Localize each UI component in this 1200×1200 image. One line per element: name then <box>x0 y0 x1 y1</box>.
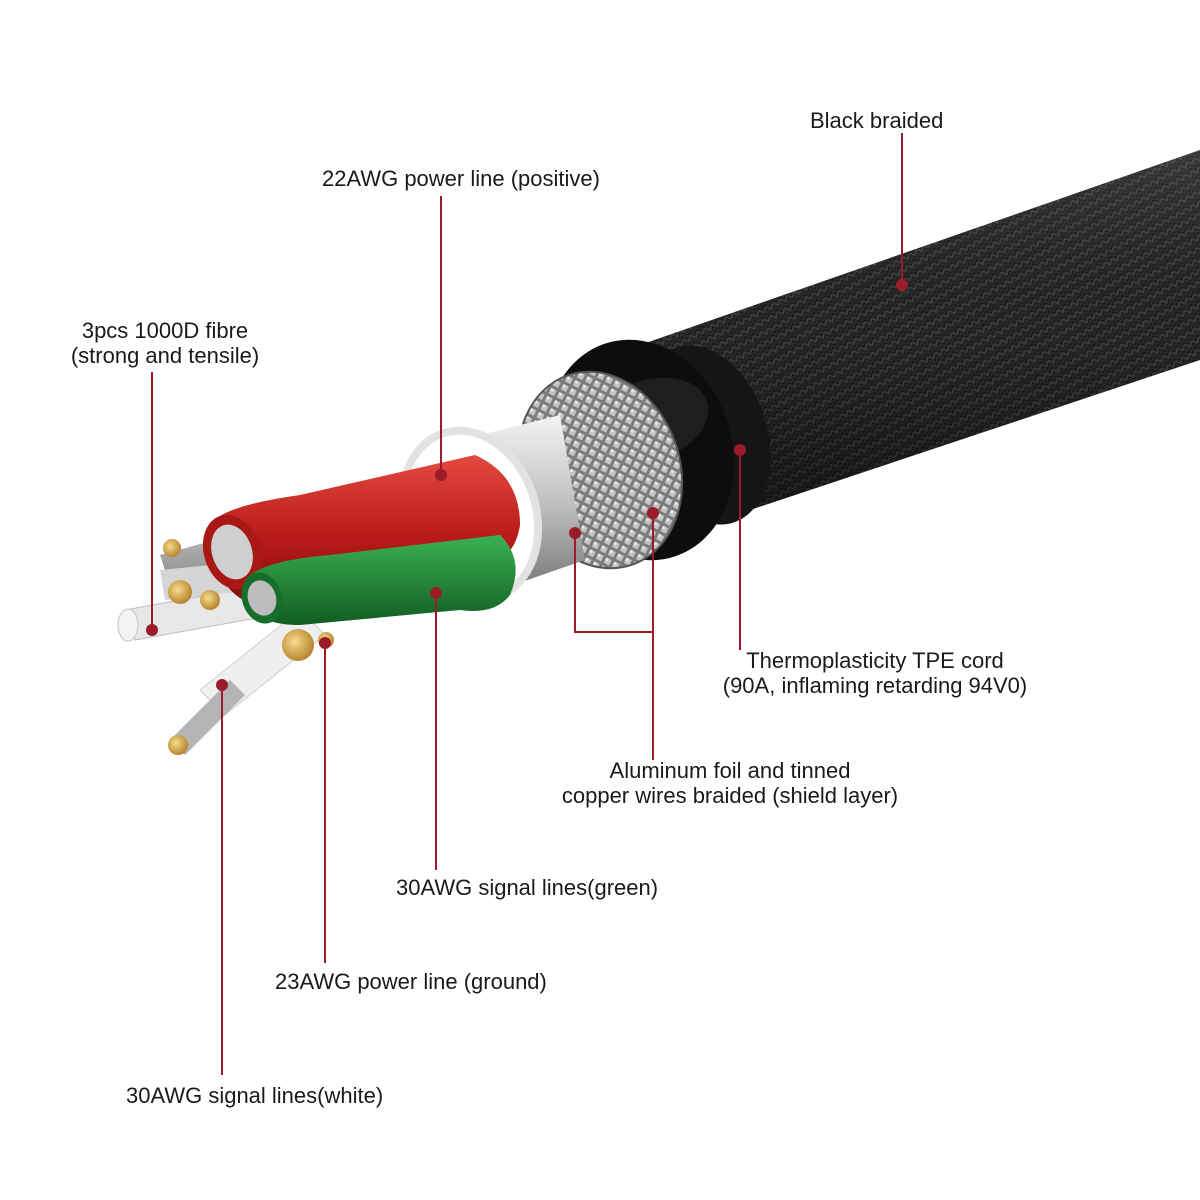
label-tpe-cord: Thermoplasticity TPE cord (90A, inflamin… <box>722 648 1028 698</box>
callout-leaders <box>146 133 908 1075</box>
leader-dot-signal-white <box>216 679 228 691</box>
leader-dot-braided <box>896 279 908 291</box>
green-signal-line <box>241 535 516 625</box>
label-shield-layer: Aluminum foil and tinned copper wires br… <box>561 758 899 808</box>
label-22awg-power-positive: 22AWG power line (positive) <box>322 166 600 191</box>
label-23awg-power-ground: 23AWG power line (ground) <box>275 969 547 994</box>
leader-dot-tpe <box>734 444 746 456</box>
label-30awg-signal-green: 30AWG signal lines(green) <box>396 875 659 900</box>
leader-dot-signal-green <box>430 587 442 599</box>
copper-strand-ends <box>163 539 334 755</box>
leader-dot-braid <box>647 507 659 519</box>
label-fibre: 3pcs 1000D fibre (strong and tensile) <box>70 318 260 368</box>
label-30awg-signal-white: 30AWG signal lines(white) <box>126 1083 384 1108</box>
label-black-braided: Black braided <box>810 108 944 133</box>
leader-dot-power-ground <box>319 637 331 649</box>
leader-dot-foil <box>569 527 581 539</box>
leader-dot-power-positive <box>435 469 447 481</box>
leader-shield <box>574 513 654 760</box>
leader-dot-fibre <box>146 624 158 636</box>
